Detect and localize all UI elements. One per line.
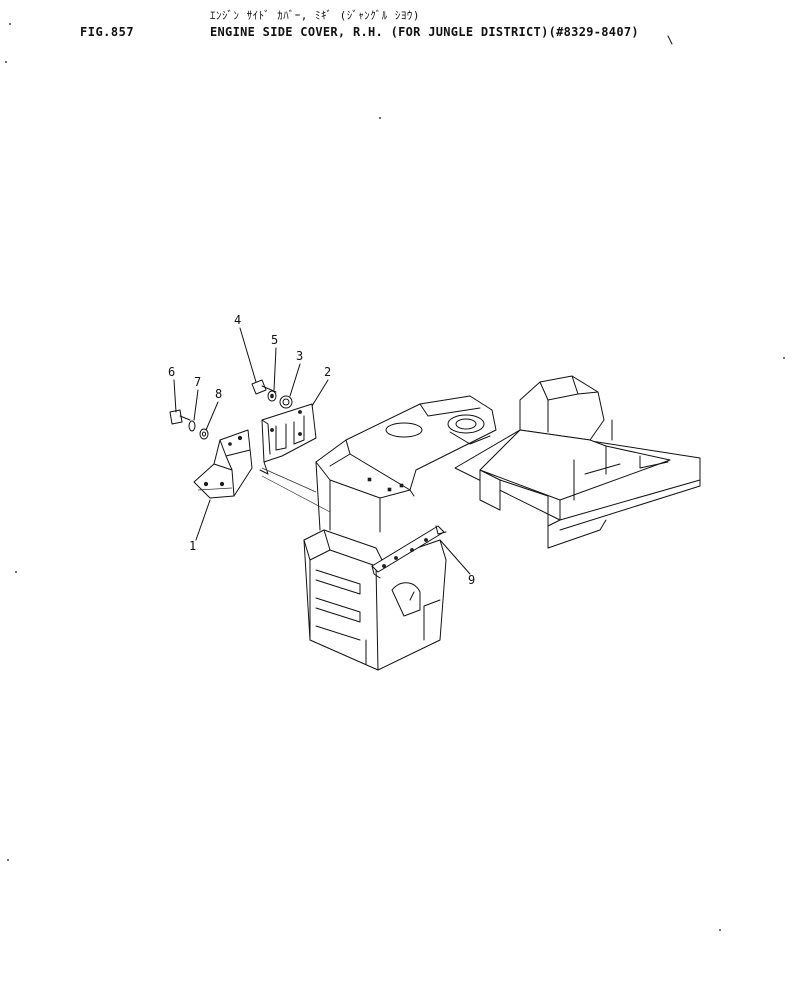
- callout-4: 4: [234, 313, 241, 327]
- callout-1: 1: [189, 539, 196, 553]
- frame-structure: [454, 375, 701, 549]
- figure-title: ENGINE SIDE COVER, R.H. (FOR JUNGLE DIST…: [210, 25, 639, 39]
- part-1-plate: [193, 429, 253, 499]
- callout-8: 8: [215, 387, 222, 401]
- callout-9: 9: [468, 573, 475, 587]
- scan-artifacts: [5, 23, 785, 931]
- subtitle-japanese: ｴﾝｼﾞﾝ ｻｲﾄﾞ ｶﾊﾞｰ, ﾐｷﾞ (ｼﾞｬﾝｸﾞﾙ ｼﾖｳ): [210, 9, 420, 22]
- title-underline-mark: [667, 35, 673, 45]
- callout-5: 5: [271, 333, 278, 347]
- callout-7: 7: [194, 375, 201, 389]
- engine-side-housing: [303, 529, 447, 671]
- callout-6: 6: [168, 365, 175, 379]
- figure-header: ｴﾝｼﾞﾝ ｻｲﾄﾞ ｶﾊﾞｰ, ﾐｷﾞ (ｼﾞｬﾝｸﾞﾙ ｼﾖｳ) FIG.8…: [0, 0, 793, 60]
- part-2-plate: [259, 403, 317, 475]
- callouts: 1 2 3 4 5 6 7 8 9: [168, 313, 475, 587]
- hardware: [169, 379, 293, 440]
- figure-number: FIG.857: [80, 25, 135, 39]
- callout-3: 3: [296, 349, 303, 363]
- assembly-lines: [261, 467, 331, 513]
- part-9-bracket: [371, 525, 447, 579]
- engine-hood: [315, 395, 497, 533]
- callout-2: 2: [324, 365, 331, 379]
